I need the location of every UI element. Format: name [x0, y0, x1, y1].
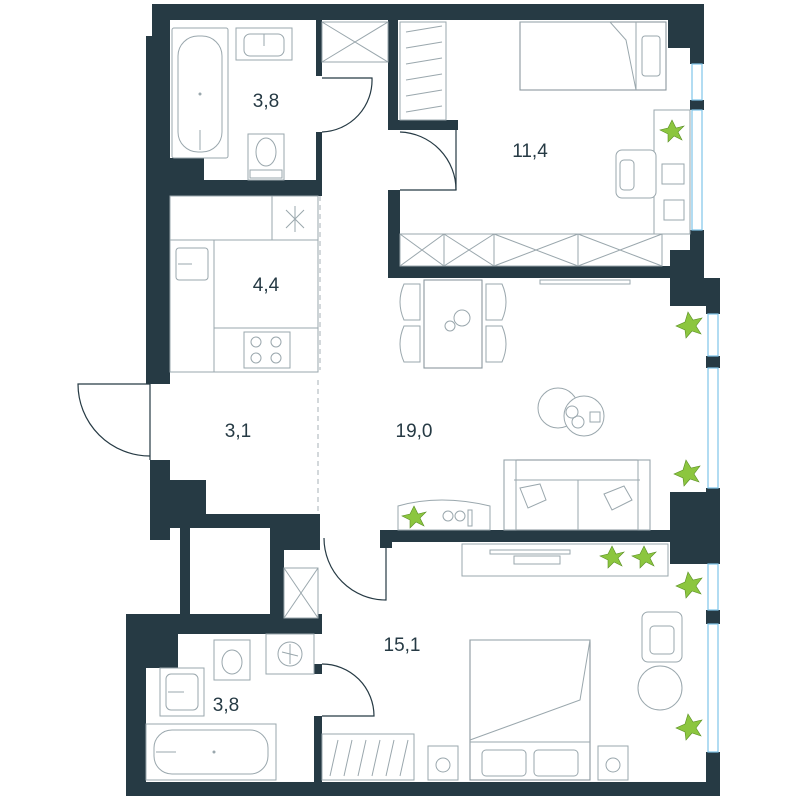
- wardrobe-icon: [399, 21, 447, 121]
- bedroom-top: [399, 21, 691, 267]
- kitchen: [169, 195, 319, 373]
- armchair-icon: [615, 149, 657, 199]
- room-area-kitchen: 4,4: [253, 275, 280, 296]
- living-room: [397, 279, 703, 531]
- toilet-icon: [213, 639, 251, 681]
- bathroom-top: [171, 21, 389, 181]
- room-area-bedroom-bottom: 15,1: [384, 635, 421, 656]
- windows: [691, 63, 719, 753]
- walls: [126, 4, 720, 796]
- side-table-icon: [637, 665, 683, 711]
- nightstand-icon: [597, 745, 629, 781]
- room-area-bathroom-top: 3,8: [253, 91, 279, 112]
- wardrobe-bottom: [399, 233, 663, 267]
- bedroom-bottom: [283, 543, 703, 781]
- bed-icon: [469, 639, 591, 781]
- room-area-hallway: 3,1: [225, 421, 251, 442]
- toilet-icon: [247, 133, 285, 181]
- armchair-icon: [641, 611, 683, 663]
- nightstand-icon: [427, 745, 459, 781]
- stove-icon: [243, 331, 291, 369]
- fridge-icon: [285, 206, 305, 232]
- sofa-icon: [503, 459, 651, 531]
- room-area-bathroom-bottom: 3,8: [213, 695, 239, 716]
- bed-icon: [519, 21, 667, 91]
- doors: [77, 77, 457, 717]
- room-area-bedroom-top: 11,4: [512, 141, 548, 162]
- chair-icons: [399, 283, 507, 363]
- plant-icon: [673, 311, 703, 487]
- tv-stand-icon: [461, 543, 669, 577]
- plant-icon: [401, 505, 427, 529]
- plant-icon: [659, 119, 685, 143]
- plant-icon: [599, 545, 703, 741]
- tv-icon: [539, 279, 631, 285]
- room-area-living-room: 19,0: [396, 421, 433, 442]
- sink-icon: [175, 247, 209, 281]
- dining-table-icon: [423, 279, 483, 369]
- bathroom-bottom: [145, 633, 315, 781]
